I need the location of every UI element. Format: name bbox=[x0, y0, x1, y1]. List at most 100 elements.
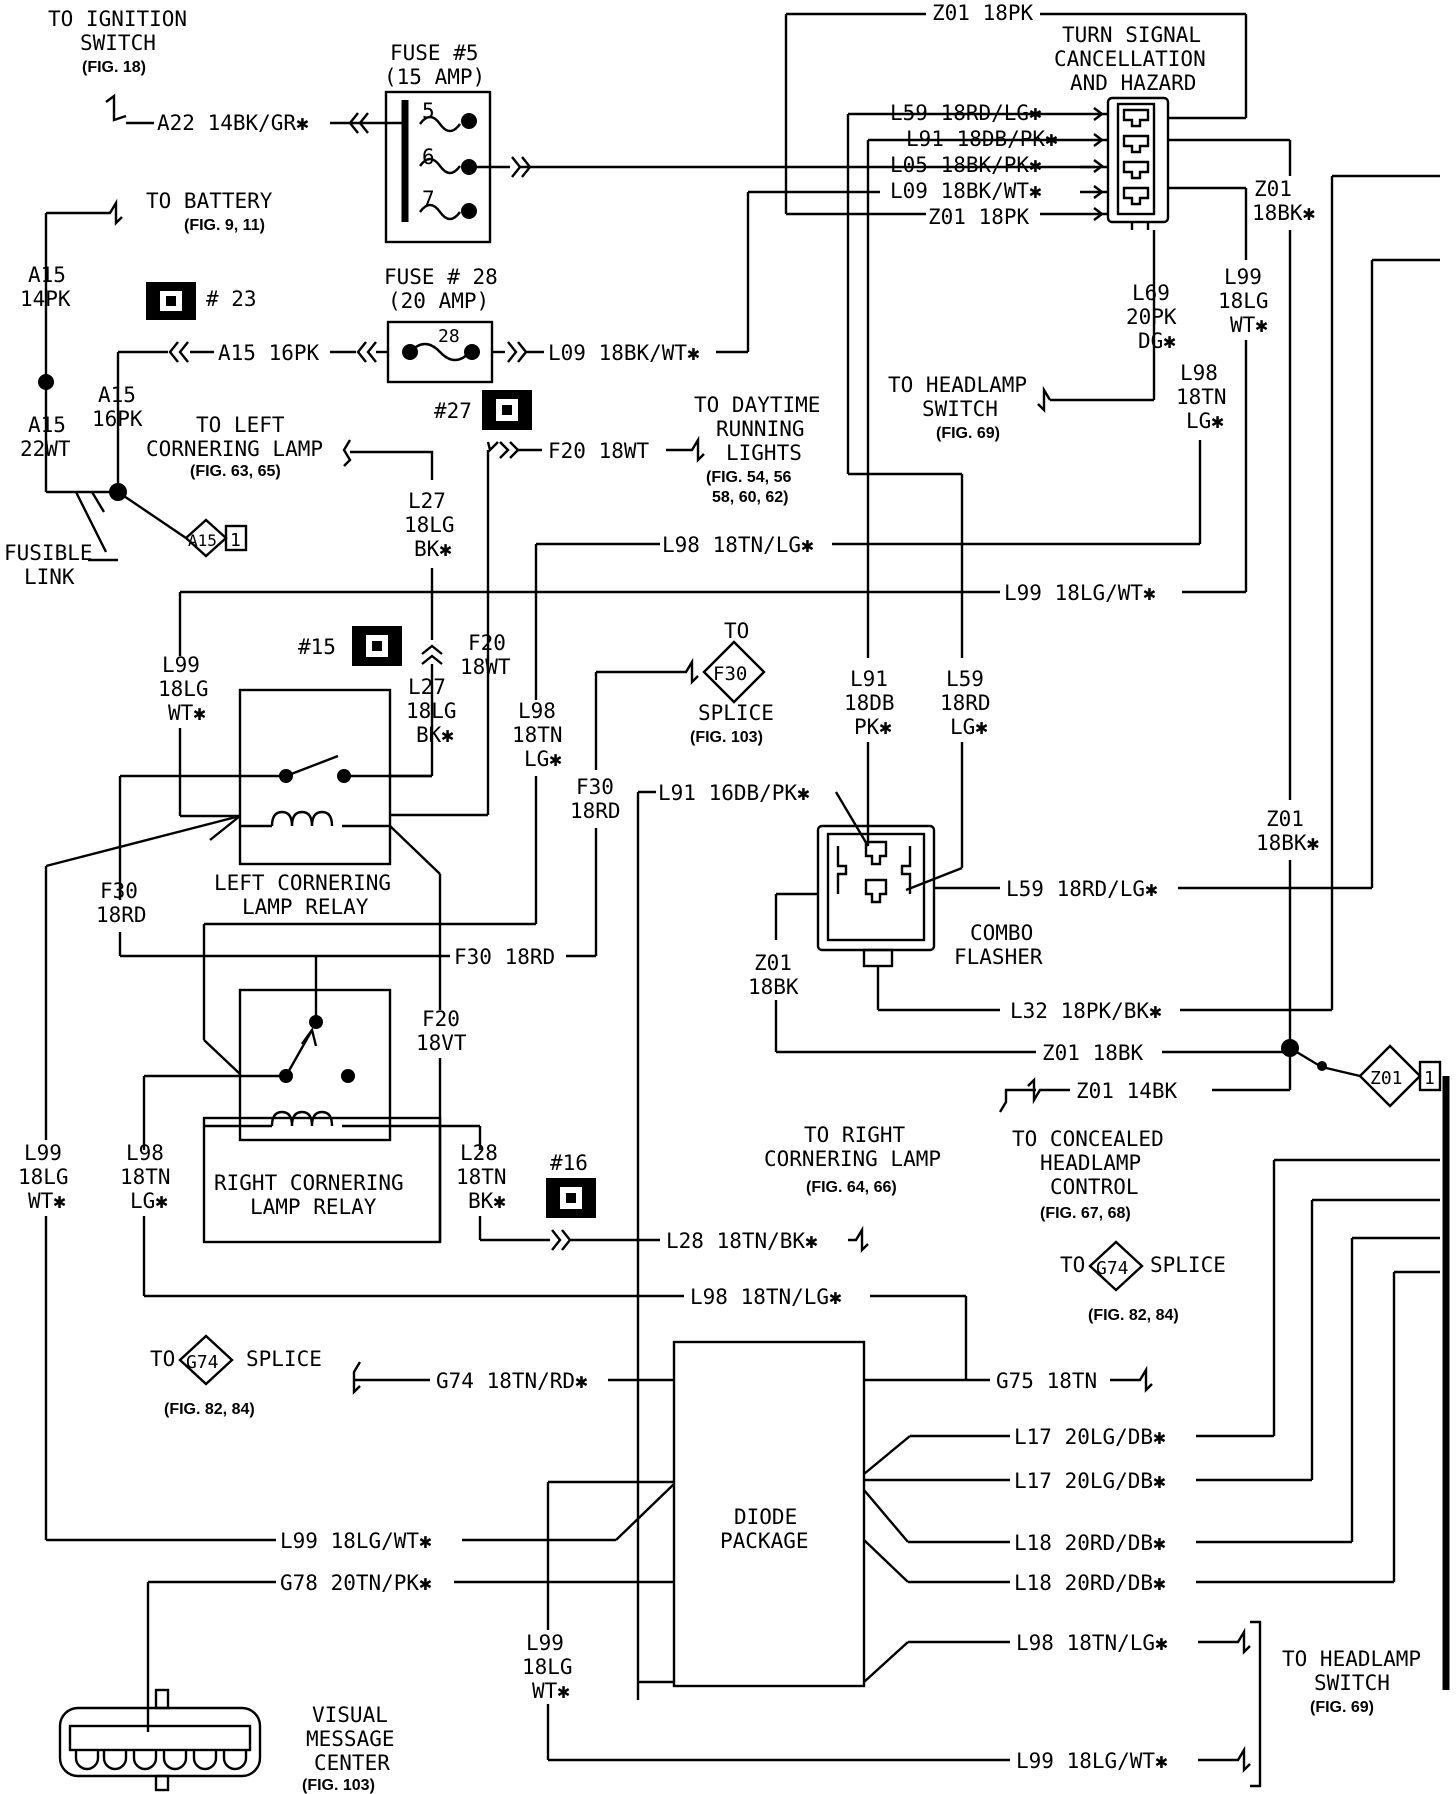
wire-l05-top: L05 18BK/PK✱ bbox=[890, 153, 1042, 177]
z01-18bk-r-1: Z01 bbox=[1254, 177, 1292, 201]
wire-l17b: L17 20LG/DB✱ bbox=[1014, 1469, 1166, 1493]
l99-r-2: 18LG bbox=[1218, 289, 1269, 313]
connector-27: #27 bbox=[434, 390, 532, 430]
wire-f30-h: F30 18RD bbox=[454, 945, 555, 969]
to-headlamp-sw-2: SWITCH bbox=[922, 397, 998, 421]
l99-far-left-3: WT✱ bbox=[28, 1189, 66, 1213]
right-relay-1: RIGHT CORNERING bbox=[214, 1171, 404, 1195]
fig69b-ref: (FIG. 69) bbox=[1310, 1699, 1374, 1716]
vmc-label-1: VISUAL bbox=[312, 1703, 388, 1727]
fuse-28: FUSE # 28 (20 AMP) A15 16PK 28 L09 18BK/… bbox=[190, 190, 880, 384]
z01-18bk-r-2: 18BK✱ bbox=[1252, 201, 1316, 225]
l98-left-3: LG✱ bbox=[130, 1189, 168, 1213]
wire-l17a: L17 20LG/DB✱ bbox=[1014, 1425, 1166, 1449]
l59-v-2: 18RD bbox=[940, 691, 991, 715]
to-drl-1: TO DAYTIME bbox=[694, 393, 820, 417]
to-left-corner-2: CORNERING LAMP bbox=[146, 437, 323, 461]
wire-l59-top: L59 18RD/LG✱ bbox=[890, 101, 1042, 125]
splice-g74-l: G74 bbox=[186, 1352, 219, 1373]
connector-15-label: #15 bbox=[298, 635, 336, 659]
z01-18bk-mid-2: 18BK✱ bbox=[1256, 831, 1320, 855]
to-ignition-label-1: TO IGNITION bbox=[48, 7, 187, 31]
wire-z01-top: Z01 18PK bbox=[932, 1, 1034, 25]
l99-left-1: L99 bbox=[162, 653, 200, 677]
wire-l09-h: L09 18BK/WT✱ bbox=[548, 341, 700, 365]
right-relay-2: LAMP RELAY bbox=[250, 1195, 377, 1219]
l91-v-1: L91 bbox=[850, 667, 888, 691]
to-drl-3: LIGHTS bbox=[726, 441, 802, 465]
to-headlamp-sw2-2: SWITCH bbox=[1314, 1671, 1390, 1695]
splice-word-l: SPLICE bbox=[246, 1347, 322, 1371]
l28-v-2: 18TN bbox=[456, 1165, 507, 1189]
wire-l99-h3: L99 18LG/WT✱ bbox=[280, 1529, 432, 1553]
fig103-ref: (FIG. 103) bbox=[690, 729, 763, 746]
z01-18bk-v-2: 18BK bbox=[748, 975, 799, 999]
fig69-ref: (FIG. 69) bbox=[936, 425, 1000, 442]
to-right-corner-2: CORNERING LAMP bbox=[764, 1147, 941, 1171]
l99-r-3: WT✱ bbox=[1230, 313, 1268, 337]
to-battery-label: TO BATTERY bbox=[146, 189, 273, 213]
l99-r-1: L99 bbox=[1224, 265, 1262, 289]
diode-label-2: PACKAGE bbox=[720, 1529, 809, 1553]
l99-far-left-1: L99 bbox=[24, 1141, 62, 1165]
to-ignition-label-2: SWITCH bbox=[80, 31, 156, 55]
l27-bot-1: L27 bbox=[408, 675, 446, 699]
l98-mid-2: 18TN bbox=[512, 723, 563, 747]
l98-left-1: L98 bbox=[126, 1141, 164, 1165]
fusible-link-1: FUSIBLE bbox=[4, 541, 93, 565]
f30-left-1: F30 bbox=[100, 879, 138, 903]
fig64-66-ref: (FIG. 64, 66) bbox=[806, 1179, 897, 1196]
l27-top-1: L27 bbox=[408, 489, 446, 513]
l91-v-2: 18DB bbox=[844, 691, 895, 715]
to-drl-2: RUNNING bbox=[716, 417, 805, 441]
to-concealed-3: CONTROL bbox=[1050, 1175, 1139, 1199]
fig54-56-ref: (FIG. 54, 56 bbox=[706, 469, 791, 486]
to-g74-r: TO bbox=[1060, 1253, 1085, 1277]
wire-z01-18bk-h: Z01 18BK bbox=[1042, 1041, 1144, 1065]
splice-a15-num: 1 bbox=[230, 530, 241, 551]
mid-wiring: L98 18TN LG✱ TO F30 SPLICE (FIG. 103) F3… bbox=[202, 619, 870, 1700]
splice-word-r: SPLICE bbox=[1150, 1253, 1226, 1277]
connector-15: #15 bbox=[298, 626, 402, 666]
a15-14pk-1: A15 bbox=[28, 263, 66, 287]
l27-top-3: BK✱ bbox=[414, 537, 452, 561]
left-relay-1: LEFT CORNERING bbox=[214, 871, 391, 895]
fuse-5: FUSE #5 (15 AMP) 5 6 7 bbox=[384, 41, 1095, 244]
battery-feed: TO BATTERY (FIG. 9, 11) A15 14PK A15 22W… bbox=[4, 189, 273, 589]
l99-bot-v-1: L99 bbox=[526, 1631, 564, 1655]
vmc-label-3: CENTER bbox=[314, 1751, 390, 1775]
fig103b-ref: (FIG. 103) bbox=[302, 1777, 375, 1794]
f20-v-2: 18WT bbox=[460, 655, 511, 679]
fig9-11-ref: (FIG. 9, 11) bbox=[184, 217, 265, 234]
wire-l98-h1: L98 18TN/LG✱ bbox=[662, 533, 814, 557]
turn-signal-switch: Z01 18PK TURN SIGNAL CANCELLATION AND HA… bbox=[784, 1, 1316, 800]
z01-18bk-mid-1: Z01 bbox=[1266, 807, 1304, 831]
left-relay-2: LAMP RELAY bbox=[242, 895, 369, 919]
f30-left-2: 18RD bbox=[96, 903, 147, 927]
l98-r-2: 18TN bbox=[1176, 385, 1227, 409]
wire-l59-h: L59 18RD/LG✱ bbox=[1006, 877, 1158, 901]
l69-3: DG✱ bbox=[1138, 329, 1176, 353]
connector-27-label: #27 bbox=[434, 399, 472, 423]
turn-signal-1: TURN SIGNAL bbox=[1062, 23, 1201, 47]
fuse28-pin: 28 bbox=[438, 326, 460, 347]
combo-label-1: COMBO bbox=[970, 921, 1033, 945]
l59-v-1: L59 bbox=[946, 667, 984, 691]
to-g74-l: TO bbox=[150, 1347, 175, 1371]
l28-v-1: L28 bbox=[460, 1141, 498, 1165]
wire-f20-h: F20 18WT bbox=[548, 439, 650, 463]
splice-z01-num: 1 bbox=[1424, 1068, 1435, 1089]
splice-f30: F30 bbox=[713, 663, 747, 685]
l98-r-3: LG✱ bbox=[1186, 409, 1224, 433]
l98-mid-3: LG✱ bbox=[524, 747, 562, 771]
l98-left-2: 18TN bbox=[120, 1165, 171, 1189]
l27-bot-2: 18LG bbox=[406, 699, 457, 723]
to-concealed-1: TO CONCEALED bbox=[1012, 1127, 1164, 1151]
l28-v-3: BK✱ bbox=[468, 1189, 506, 1213]
a15-16pk-v1: A15 bbox=[98, 383, 136, 407]
wire-l98-bot: L98 18TN/LG✱ bbox=[1016, 1631, 1168, 1655]
splice-z01: Z01 bbox=[1370, 1068, 1403, 1089]
wire-l99-bot: L99 18LG/WT✱ bbox=[1016, 1749, 1168, 1773]
connector-16-label: #16 bbox=[550, 1151, 588, 1175]
